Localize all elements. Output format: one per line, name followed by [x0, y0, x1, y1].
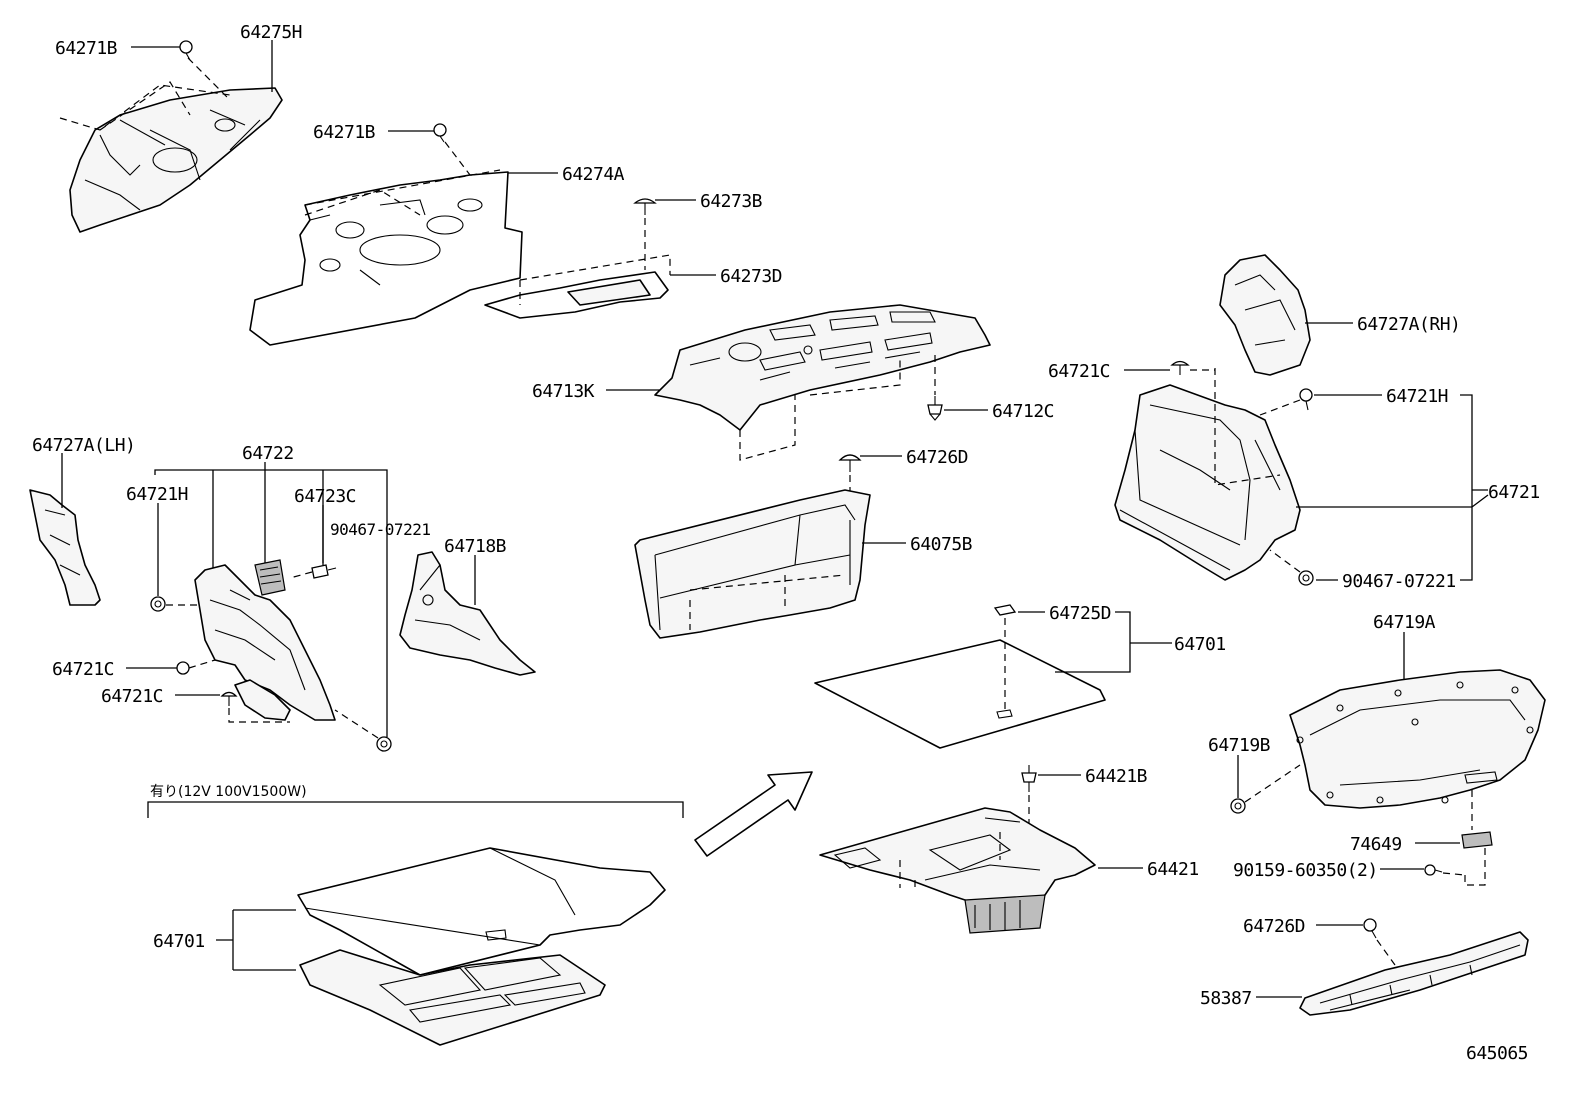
- part-64719a: [1289, 669, 1546, 809]
- clip-64721h-left: [150, 596, 200, 612]
- label-64727a-lh: 64727A(LH): [32, 435, 135, 456]
- label-64721c-right: 64721C: [1048, 361, 1110, 382]
- label-74649: 74649: [1350, 834, 1402, 855]
- label-58387: 58387: [1200, 988, 1252, 1009]
- option-note: 有り(12V 100V1500W): [150, 784, 307, 800]
- label-64271b-mid: 64271B: [313, 122, 375, 143]
- part-58387: [1299, 931, 1529, 1016]
- label-64719b: 64719B: [1208, 735, 1270, 756]
- clip-64271b-mid: [433, 123, 471, 176]
- clip-64273b: [633, 198, 657, 270]
- clip-64721c-left1: [176, 659, 216, 675]
- part-74649: [1461, 790, 1493, 886]
- part-64718b: [399, 551, 536, 676]
- clip-64726d-right: [1363, 918, 1396, 966]
- label-64701-right: 64701: [1174, 634, 1226, 655]
- label-64273d: 64273D: [720, 266, 782, 287]
- label-64273b: 64273B: [700, 191, 762, 212]
- label-64719a: 64719A: [1373, 612, 1436, 633]
- label-64721h-right: 64721H: [1386, 386, 1448, 407]
- part-64727a-lh: [29, 489, 101, 606]
- clip-64726d-mid: [838, 454, 862, 500]
- clip-64719b: [1230, 764, 1301, 814]
- label-64726d-mid: 64726D: [906, 447, 968, 468]
- direction-arrow: [694, 771, 813, 857]
- part-64273d: [484, 254, 671, 319]
- bracket-64722: [154, 462, 388, 570]
- label-64701-left: 64701: [153, 931, 205, 952]
- label-64712c: 64712C: [992, 401, 1054, 422]
- label-64271b-top: 64271B: [55, 38, 117, 59]
- label-64721h-left: 64721H: [126, 484, 188, 505]
- bracket-64721: [1296, 394, 1489, 581]
- label-64718b: 64718B: [444, 536, 506, 557]
- label-90159: 90159-60350(2): [1233, 860, 1378, 881]
- label-64713k: 64713K: [532, 381, 595, 402]
- part-64701-left: [297, 847, 666, 1046]
- label-64727a-rh: 64727A(RH): [1357, 314, 1460, 335]
- label-64421: 64421: [1147, 859, 1199, 880]
- label-64274a: 64274A: [562, 164, 625, 185]
- part-64701-right: [814, 604, 1106, 749]
- diagram-number: 645065: [1466, 1043, 1528, 1064]
- option-bracket: [147, 801, 684, 818]
- bracket-64701-right: [1055, 611, 1172, 673]
- label-90467-left: 90467-07221: [330, 520, 430, 539]
- part-64721: [1114, 368, 1301, 581]
- clip-64721c-right: [1170, 360, 1190, 375]
- part-64722: [194, 559, 336, 721]
- part-64274a: [249, 169, 523, 346]
- label-64721c-left1: 64721C: [52, 659, 114, 680]
- label-64075b: 64075B: [910, 534, 972, 555]
- clip-64721c-left2: [220, 691, 290, 723]
- part-64421: [819, 807, 1096, 934]
- label-64721: 64721: [1488, 482, 1540, 503]
- label-64723c: 64723C: [294, 486, 356, 507]
- part-64275h: [59, 81, 283, 233]
- part-64713k: [654, 304, 991, 461]
- part-64075b: [634, 489, 871, 639]
- clip-90159: [1424, 864, 1466, 876]
- clip-90467-left: [334, 709, 392, 752]
- clip-64723c: [289, 564, 337, 579]
- clip-64721h-right: [1259, 388, 1313, 416]
- label-64721c-left2: 64721C: [101, 686, 163, 707]
- label-64275h: 64275H: [240, 22, 302, 43]
- label-64421b: 64421B: [1085, 766, 1147, 787]
- label-64725d: 64725D: [1049, 603, 1111, 624]
- label-64722: 64722: [242, 443, 294, 464]
- label-64726d-right: 64726D: [1243, 916, 1305, 937]
- part-64727a-rh: [1219, 254, 1311, 376]
- clip-90467-right: [1269, 549, 1314, 586]
- clip-64712c: [927, 396, 943, 421]
- label-90467-right: 90467-07221: [1342, 571, 1456, 592]
- bracket-64701-left: [216, 909, 296, 971]
